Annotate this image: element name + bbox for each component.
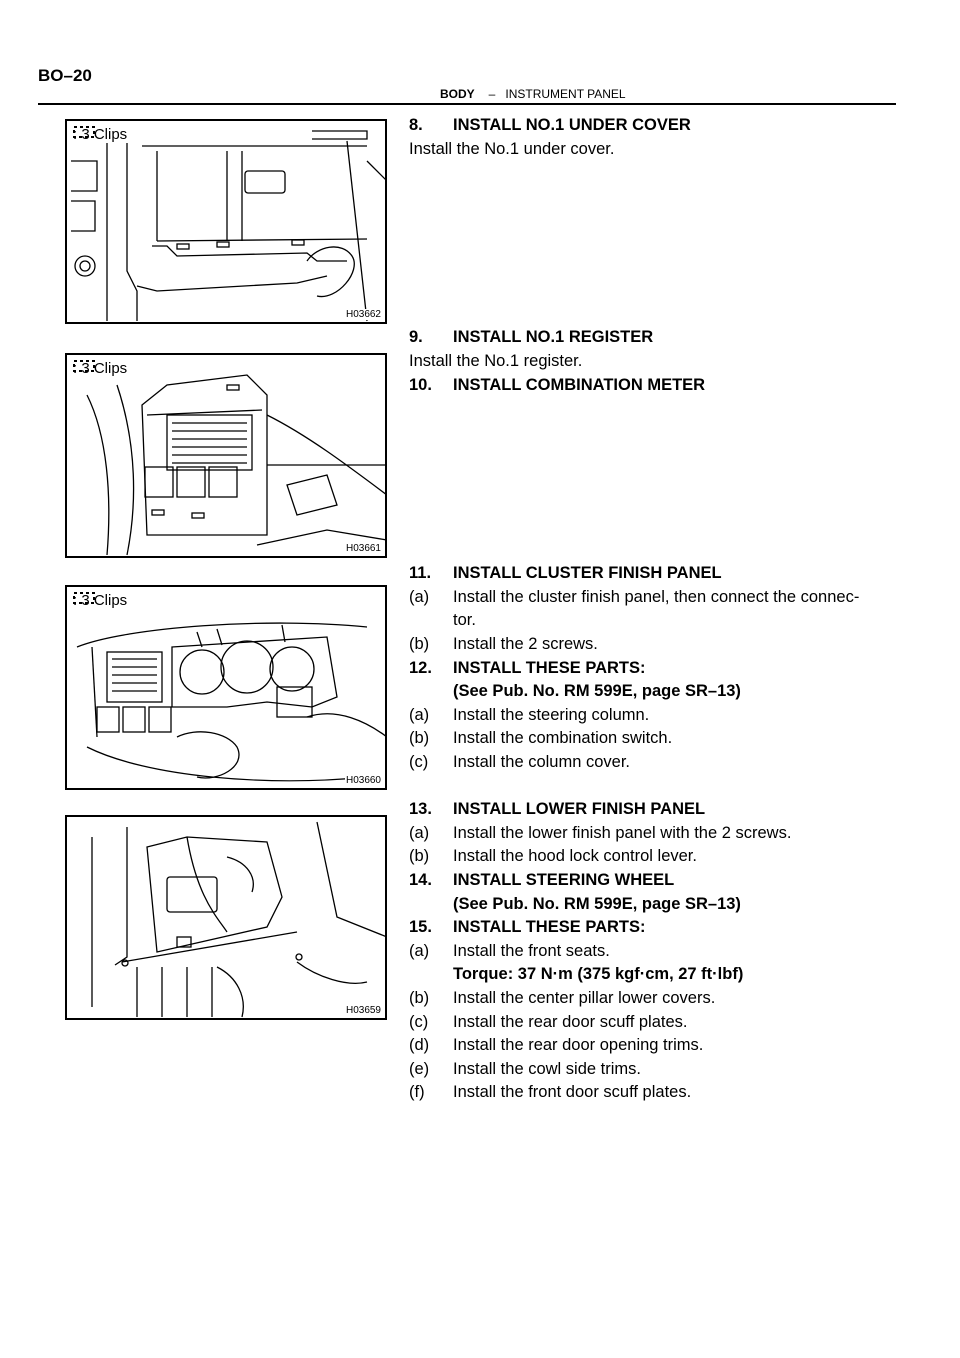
legend-text: : 3 Clips [73, 126, 128, 143]
figure-cluster-finish-panel: : 3 Clips H03660 [65, 585, 387, 790]
figure-legend: : 3 Clips [73, 592, 132, 609]
clip-icon [73, 592, 95, 604]
step-15d: (d)Install the rear door opening trims. [409, 1036, 704, 1055]
header-rule [38, 103, 896, 105]
step-9-heading: 9.INSTALL NO.1 REGISTER [409, 328, 654, 347]
step-8-heading: 8.INSTALL NO.1 UNDER COVER [409, 116, 691, 134]
figure-legend: : 3 Clips [73, 360, 132, 377]
step-11-heading: 11.INSTALL CLUSTER FINISH PANEL [409, 564, 722, 583]
section-title: BODY [440, 87, 475, 101]
figure-lower-finish-panel: H03659 [65, 815, 387, 1020]
step-12b: (b)Install the combination switch. [409, 729, 673, 748]
step-11a-cont: tor. [453, 611, 476, 630]
step-15f: (f)Install the front door scuff plates. [409, 1083, 692, 1102]
figure-code: H03662 [344, 309, 382, 320]
step-15b: (b)Install the center pillar lower cover… [409, 988, 716, 1007]
figure-code: H03659 [344, 1005, 382, 1016]
page-number: BO–20 [38, 66, 92, 85]
legend-text: : 3 Clips [73, 592, 128, 609]
step-13b: (b)Install the hood lock control lever. [409, 847, 697, 866]
step-12c: (c)Install the column cover. [409, 753, 631, 772]
step-13a: (a)Install the lower finish panel with t… [409, 823, 792, 842]
step-11b: (b)Install the 2 screws. [409, 635, 598, 654]
step-10-heading: 10.INSTALL COMBINATION METER [409, 375, 706, 394]
figure-code: H03661 [344, 543, 382, 554]
figure-register: : 3 Clips H03661 [65, 353, 387, 558]
subsection-title: INSTRUMENT PANEL [505, 87, 626, 101]
torque-spec: Torque: 37 N·m (375 kgf·cm, 27 ft·lbf) [453, 965, 744, 984]
lower-panel-illustration [91, 821, 385, 1018]
figure-legend: : 3 Clips [73, 126, 132, 143]
under-cover-illustration [71, 130, 385, 322]
header-separator: – [488, 87, 496, 101]
step-12-reference: (See Pub. No. RM 599E, page SR–13) [453, 682, 741, 701]
figure-code: H03660 [344, 775, 382, 786]
step-15c: (c)Install the rear door scuff plates. [409, 1012, 688, 1031]
step-12a: (a)Install the steering column. [409, 705, 650, 724]
step-8-text: Install the No.1 under cover. [409, 139, 615, 158]
clip-icon [73, 360, 95, 372]
register-illustration [86, 374, 385, 556]
instruction-content: 8.INSTALL NO.1 UNDER COVER Install the N… [409, 114, 899, 1105]
figure-under-cover: : 3 Clips H03662 [65, 119, 387, 324]
step-12-heading: 12.INSTALL THESE PARTS: [409, 658, 646, 677]
header-section: BODY–INSTRUMENT PANEL [440, 87, 626, 101]
step-13-heading: 13.INSTALL LOWER FINISH PANEL [409, 800, 706, 819]
step-15e: (e)Install the cowl side trims. [409, 1059, 641, 1078]
clip-icon [73, 126, 95, 138]
cluster-panel-illustration [76, 622, 385, 782]
step-11a: (a)Install the cluster finish panel, the… [409, 587, 860, 606]
step-15-heading: 15.INSTALL THESE PARTS: [409, 918, 646, 937]
step-15a: (a)Install the front seats. [409, 941, 610, 960]
step-14-reference: (See Pub. No. RM 599E, page SR–13) [453, 894, 741, 913]
step-14-heading: 14.INSTALL STEERING WHEEL [409, 871, 675, 889]
legend-text: : 3 Clips [73, 360, 128, 377]
step-9-text: Install the No.1 register. [409, 351, 583, 370]
